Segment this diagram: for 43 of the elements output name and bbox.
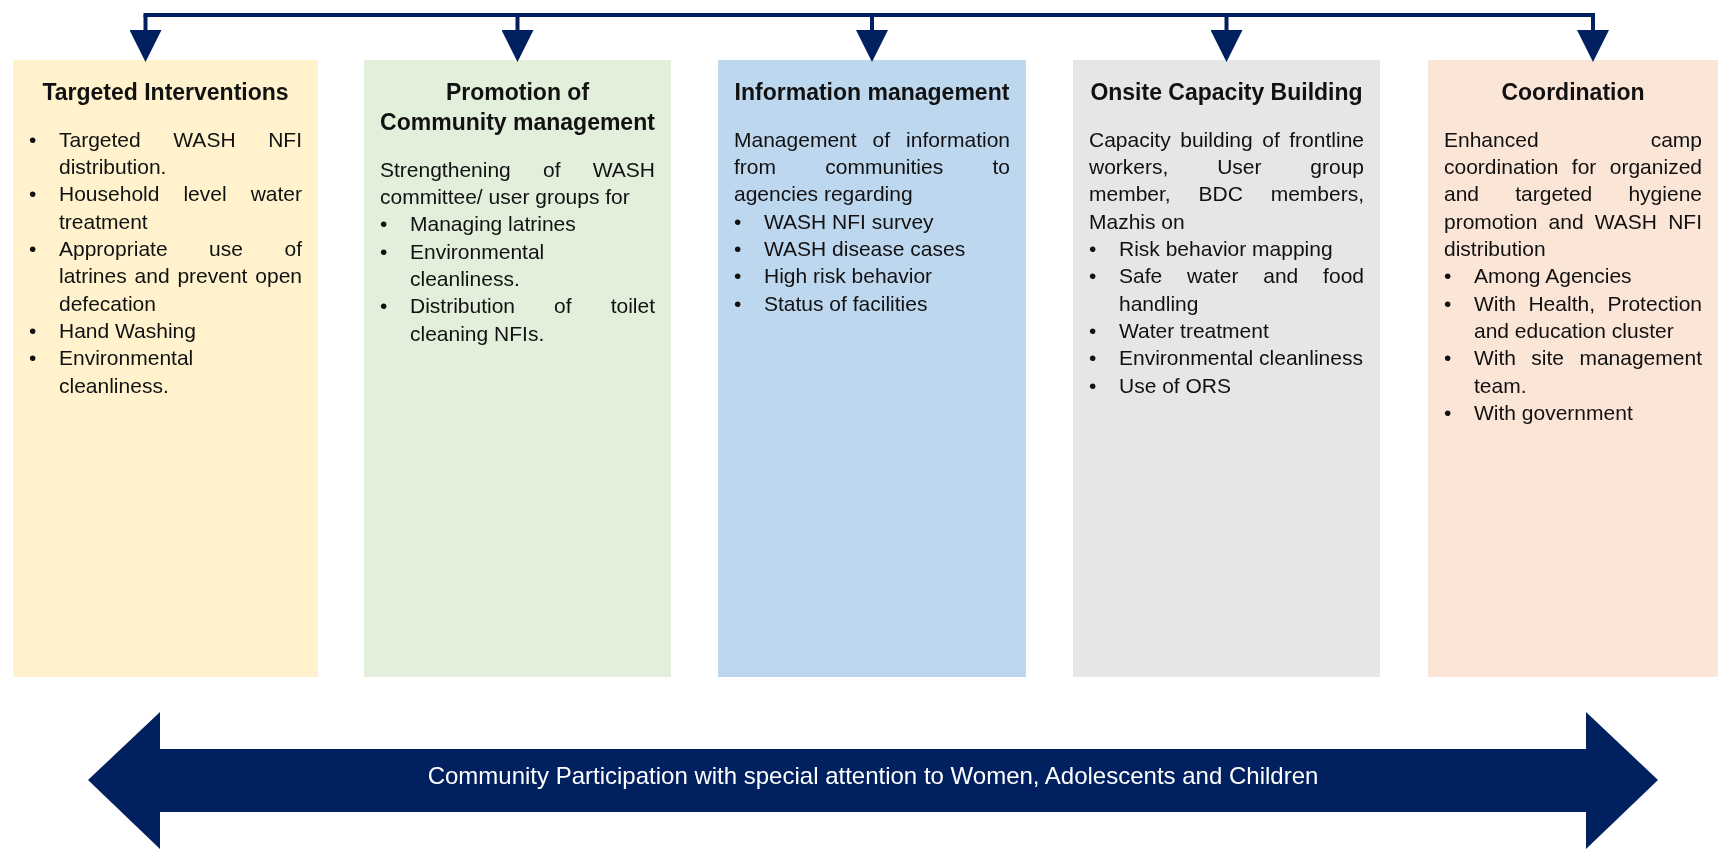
arrow xyxy=(129,15,162,62)
bullet-item: • With Health, Protection and education cluster xyxy=(1444,290,1702,344)
column-card xyxy=(1428,60,1718,677)
bullet-item: • Use of ORS xyxy=(1089,372,1233,399)
arrow xyxy=(1577,15,1609,62)
column-card xyxy=(718,60,1026,677)
bullet-item: • Environmental cleanliness. xyxy=(29,345,195,399)
column-heading: Information management xyxy=(734,78,1010,107)
double-arrow-banner xyxy=(88,712,1658,849)
column-card xyxy=(13,60,318,677)
bullet-item: • Water treatment xyxy=(1089,317,1270,344)
column-heading: Onsite Capacity Building xyxy=(1089,78,1364,107)
column-heading: Promotion of Community management xyxy=(380,78,655,137)
bullet-item: • Appropriate use of latrines and prevent open defecation xyxy=(29,236,302,317)
bullet-item: • Environmental cleanliness. xyxy=(380,238,546,292)
bullet-item: • WASH disease cases xyxy=(734,236,967,263)
bullet-item: • Environmental cleanliness xyxy=(1089,345,1364,372)
column-heading: Coordination xyxy=(1500,78,1646,107)
intro-text: Strengthening of WASH committee/ user groups for xyxy=(380,156,655,211)
intro-text: Capacity building of frontline workers, User group member, BDC members, Mazhis on xyxy=(1089,126,1364,235)
bullet-item: • WASH NFI survey xyxy=(734,208,935,235)
bullet-item: • With site management team. xyxy=(1444,345,1702,399)
bullet-item: • Managing latrines xyxy=(380,211,577,238)
column-card xyxy=(1073,60,1380,677)
intro-text: Management of information from communities to agencies regarding xyxy=(734,126,1010,208)
bullet-item: • Hand Washing xyxy=(29,317,197,344)
column-card xyxy=(364,60,671,677)
bullet-item: • High risk behavior xyxy=(734,263,934,290)
bullet-item: • With government xyxy=(1444,399,1634,426)
bullet-item: • Safe water and food handling xyxy=(1089,263,1364,317)
column-heading: Targeted Interventions xyxy=(41,78,290,107)
bullet-item: • Targeted WASH NFI distribution. xyxy=(29,126,302,181)
bullet-item: • Distribution of toilet cleaning NFIs. xyxy=(380,293,655,347)
bullet-item: • Among Agencies xyxy=(1444,263,1633,290)
arrow xyxy=(501,15,534,62)
banner-text: Community Participation with special attention to Women, Adolescents and Children xyxy=(426,762,1320,790)
connector-line xyxy=(143,13,1595,17)
bullet-item: • Household level water treatment xyxy=(29,181,302,235)
bullet-item: • Risk behavior mapping xyxy=(1089,236,1334,263)
arrow xyxy=(856,15,888,62)
intro-text: Enhanced camp coordination for organized and targeted hygiene promotion and WASH NFI distribution xyxy=(1444,126,1702,263)
arrow xyxy=(1210,15,1243,62)
bullet-item: • Status of facilities xyxy=(734,290,929,317)
